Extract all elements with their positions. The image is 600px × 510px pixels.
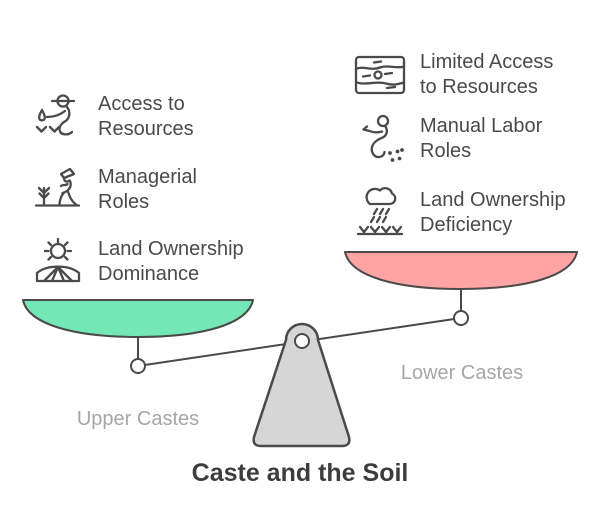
- manual-laborer-icon: [354, 113, 406, 165]
- fulcrum: [252, 322, 351, 448]
- right-pivot-circle: [453, 310, 469, 326]
- left-pan: [22, 299, 254, 338]
- feature-label: Limited Access to Resources: [420, 51, 554, 98]
- left-pivot-circle: [130, 358, 146, 374]
- rain-over-sprouts-icon: [354, 187, 406, 239]
- left-item-land-ownership-dominance: Land Ownership Dominance: [32, 236, 244, 288]
- right-item-limited-access: Limited Access to Resources: [354, 50, 553, 100]
- feature-label: Land Ownership Dominance: [98, 238, 244, 285]
- feature-label: Managerial Roles: [98, 166, 197, 213]
- left-item-managerial-roles: Managerial Roles: [32, 164, 197, 216]
- fulcrum-hole: [294, 333, 310, 349]
- upper-castes-label: Upper Castes: [76, 408, 200, 430]
- soil-layers-icon: [354, 55, 406, 95]
- page-title: Caste and the Soil: [191, 459, 409, 487]
- right-pan: [344, 251, 578, 290]
- farmer-sowing-icon: [32, 91, 84, 143]
- right-item-manual-labor: Manual Labor Roles: [354, 113, 542, 165]
- sun-over-field-icon: [32, 236, 84, 288]
- feature-label: Access to Resources: [98, 93, 194, 140]
- right-item-land-ownership-deficiency: Land Ownership Deficiency: [354, 187, 566, 239]
- lower-castes-label: Lower Castes: [400, 362, 524, 384]
- left-item-access-to-resources: Access to Resources: [32, 91, 194, 143]
- farm-manager-icon: [32, 164, 84, 216]
- feature-label: Land Ownership Deficiency: [420, 189, 566, 236]
- feature-label: Manual Labor Roles: [420, 115, 543, 162]
